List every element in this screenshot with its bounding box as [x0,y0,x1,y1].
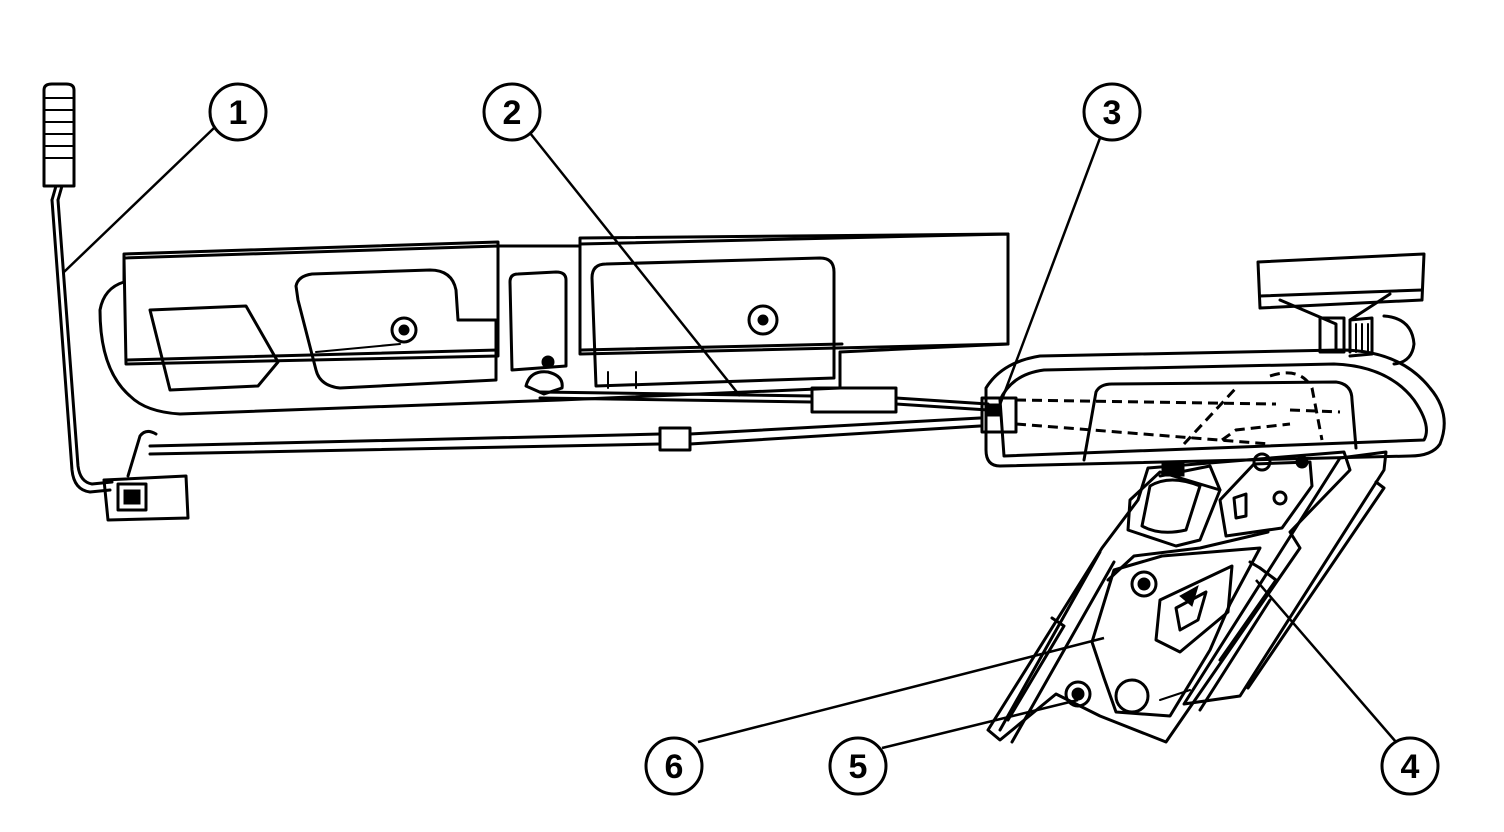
door-inner-panel [98,232,1010,416]
callout-4-label: 4 [1401,748,1420,786]
callout-3: 3 [1082,82,1142,142]
callout-1-label: 1 [229,94,248,132]
leader-lines [63,127,1397,750]
callout-3-label: 3 [1103,94,1122,132]
callout-5: 5 [828,736,888,796]
callout-2: 2 [482,82,542,142]
callout-6-label: 6 [665,748,684,786]
lock-clip [102,429,190,522]
callout-6: 6 [644,736,704,796]
callout-4: 4 [1380,736,1440,796]
callout-2-label: 2 [503,94,522,132]
outside-handle [984,252,1446,468]
latch-assembly [986,450,1388,744]
callout-1: 1 [208,82,268,142]
callout-5-label: 5 [849,748,868,786]
linkage-rods [148,386,1018,456]
lock-knob-rod [42,82,114,494]
